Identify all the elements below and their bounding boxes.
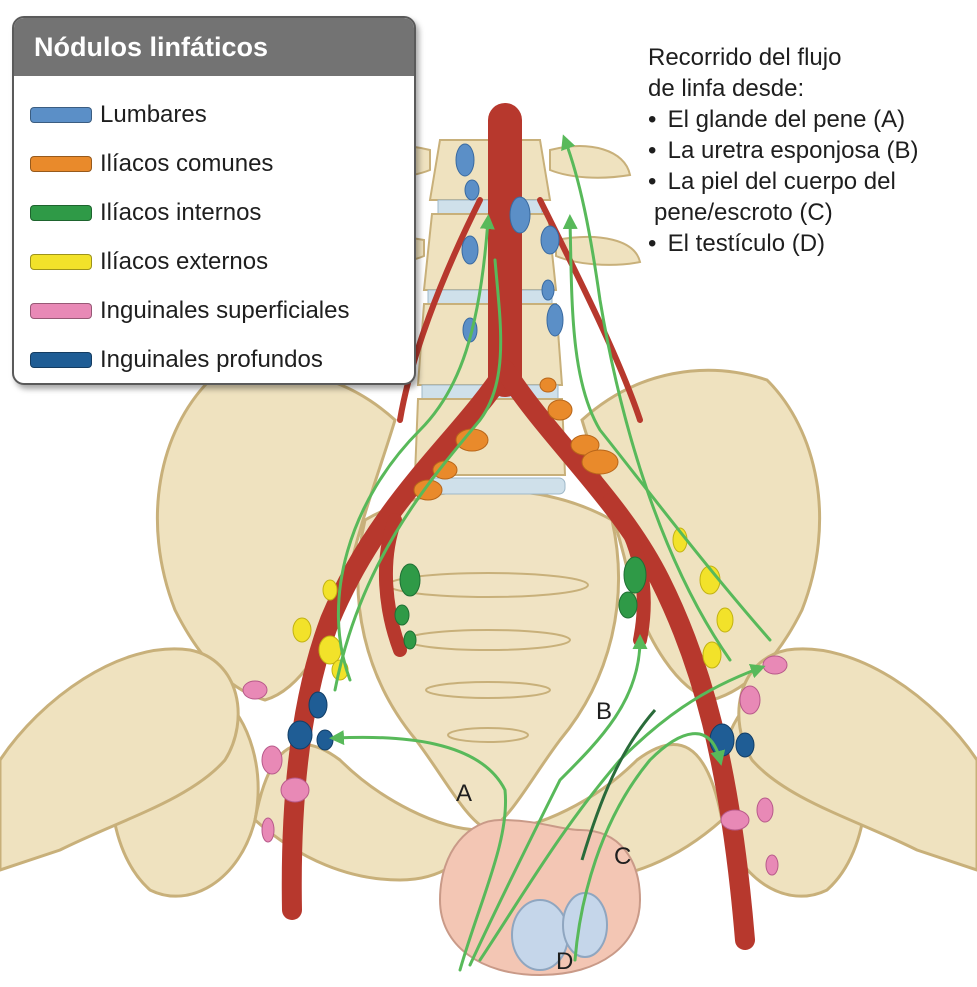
legend-label: Inguinales profundos — [100, 346, 323, 374]
label-d: D — [556, 948, 573, 976]
route-item-text: La piel del cuerpo del — [668, 168, 896, 195]
route-item-text: El glande del pene (A) — [668, 106, 906, 133]
legend-item: Inguinales profundos — [30, 335, 414, 384]
route-list: • El glande del pene (A) • La uretra esp… — [648, 104, 973, 259]
route-item-b: • La uretra esponjosa (B) — [648, 135, 973, 166]
bullet-icon: • — [648, 135, 661, 166]
legend-swatch — [30, 156, 92, 172]
route-item-text: La uretra esponjosa (B) — [668, 137, 919, 164]
legend-item: Ilíacos externos — [30, 237, 414, 286]
legend-swatch — [30, 303, 92, 319]
route-item-text-cont: pene/escroto (C) — [648, 197, 973, 228]
legend-item: Inguinales superficiales — [30, 286, 414, 335]
route-title-line2: de linfa desde: — [648, 73, 973, 104]
bullet-icon: • — [648, 166, 661, 197]
bullet-icon: • — [648, 104, 661, 135]
scrotum — [440, 820, 640, 975]
legend-item: Ilíacos internos — [30, 188, 414, 237]
legend-label: Lumbares — [100, 101, 207, 129]
legend-label: Ilíacos externos — [100, 248, 268, 276]
label-b: B — [596, 698, 612, 726]
legend-label: Inguinales superficiales — [100, 297, 349, 325]
legend-label: Ilíacos internos — [100, 199, 261, 227]
route-item-text: El testículo (D) — [668, 230, 825, 257]
legend-title: Nódulos linfáticos — [14, 18, 414, 76]
legend-item: Ilíacos comunes — [30, 139, 414, 188]
legend-swatch — [30, 352, 92, 368]
lymph-route-description: Recorrido del flujo de linfa desde: • El… — [648, 42, 973, 259]
route-item-d: • El testículo (D) — [648, 228, 973, 259]
legend-label: Ilíacos comunes — [100, 150, 273, 178]
route-item-a: • El glande del pene (A) — [648, 104, 973, 135]
legend-swatch — [30, 254, 92, 270]
label-a: A — [456, 780, 472, 808]
legend-item: Lumbares — [30, 90, 414, 139]
label-c: C — [614, 843, 631, 871]
legend-swatch — [30, 205, 92, 221]
bullet-icon: • — [648, 228, 661, 259]
sacrum — [358, 490, 619, 830]
route-title-line1: Recorrido del flujo — [648, 42, 973, 73]
legend-swatch — [30, 107, 92, 123]
